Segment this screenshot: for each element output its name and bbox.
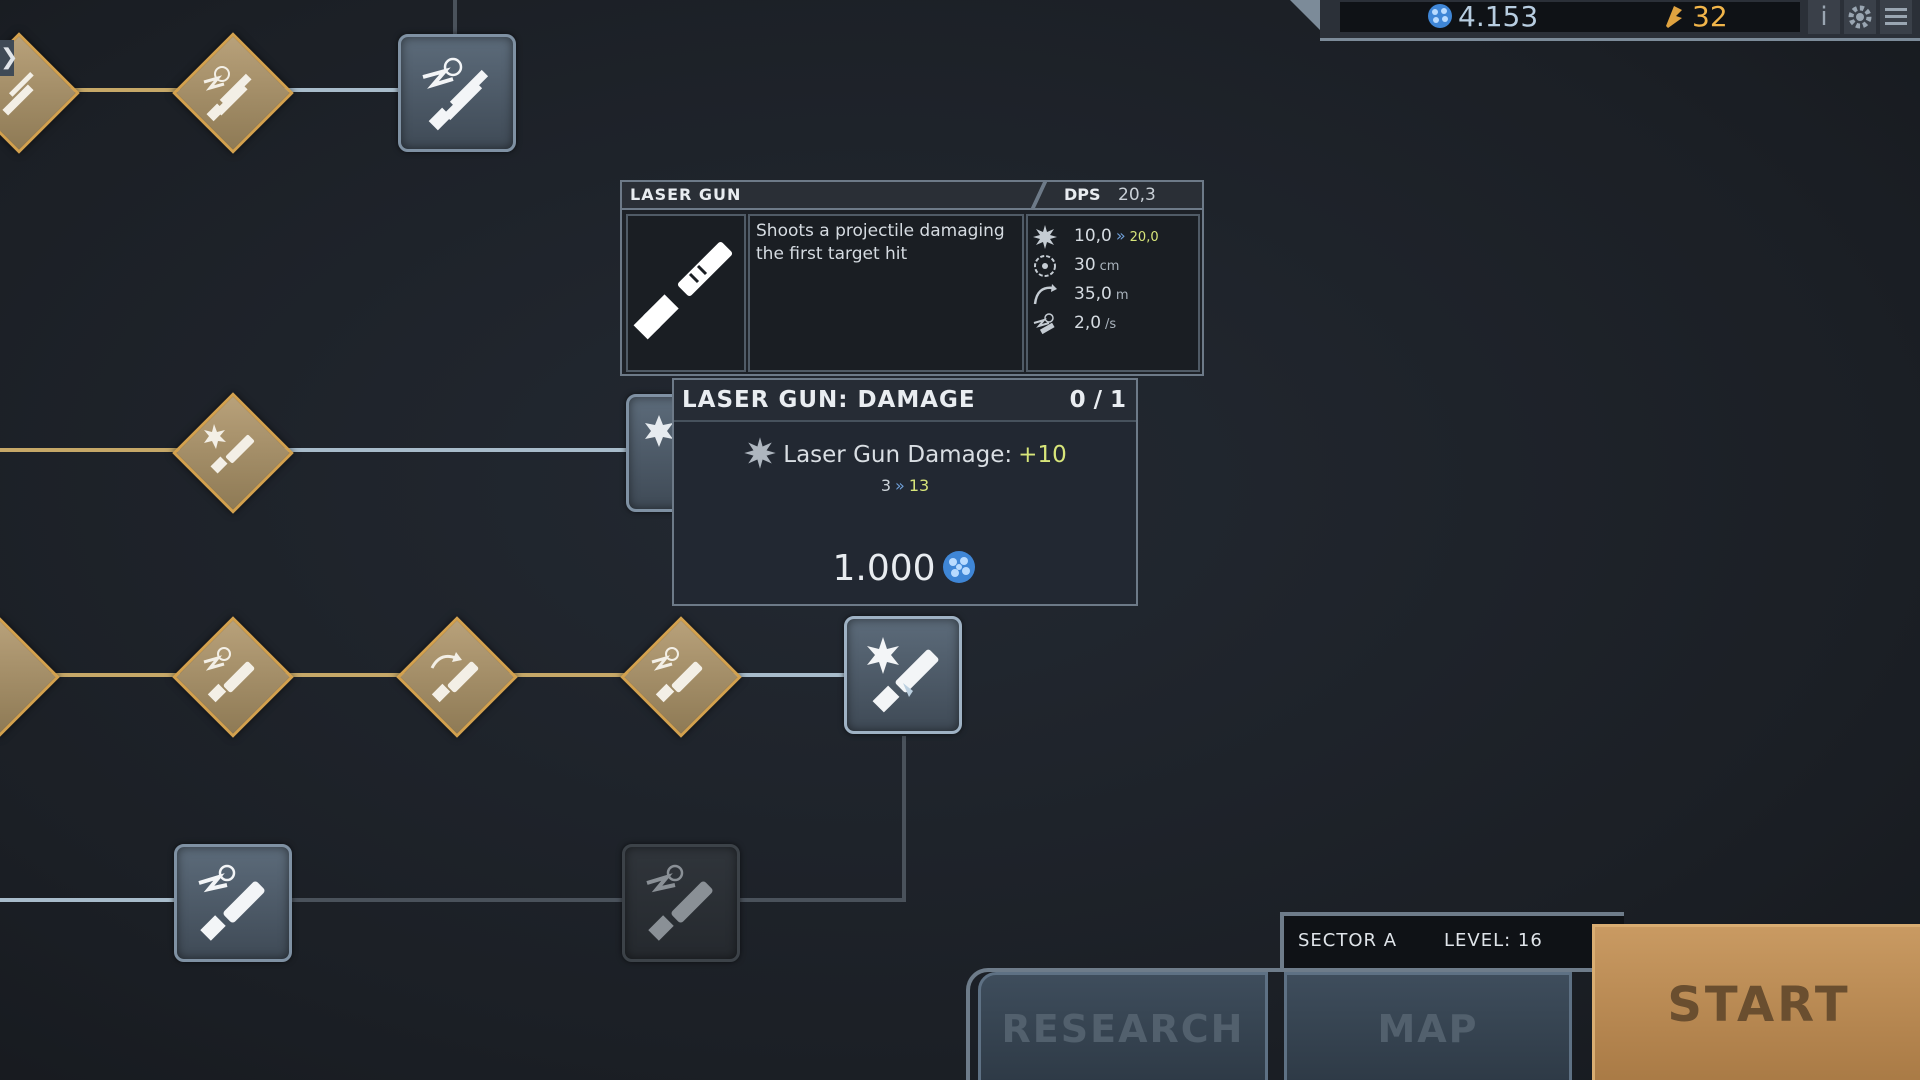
research-node-minigun-rate-partial[interactable] (0, 32, 80, 154)
laser-fire-rate-icon (651, 647, 703, 703)
gold-value: 32 (1692, 0, 1728, 33)
level-label: LEVEL: 16 (1444, 930, 1543, 951)
laser-fire-rate-icon (646, 864, 713, 941)
cost-value: 1.000 (832, 548, 936, 589)
gold-counter: 32 (1660, 2, 1728, 32)
tree-link (280, 673, 406, 677)
laser-fire-rate-icon (203, 647, 255, 703)
laser-damage-icon (645, 415, 673, 447)
research-node-laser-fire-rate-2[interactable] (620, 616, 742, 738)
start-button[interactable]: START (1592, 924, 1920, 1080)
stat-new-value: 20,0 (1129, 230, 1159, 245)
upgrade-cost[interactable]: 1.000 (674, 548, 1136, 589)
weapon-title: LASER GUN (630, 185, 742, 204)
resource-bar: 4.153 32 i (1290, 0, 1920, 41)
info-button[interactable]: i (1808, 0, 1840, 34)
chevron-right-icon: » (895, 476, 905, 495)
research-button[interactable]: RESEARCH (978, 972, 1268, 1080)
splash-radius-icon (1034, 255, 1056, 277)
crystal-icon (1428, 4, 1452, 28)
minigun-fire-rate-icon (422, 57, 489, 131)
upgrade-effect: Laser Gun Damage:+10 (674, 436, 1136, 470)
research-node-laser-fire-rate-3[interactable] (174, 844, 292, 962)
node-frame (0, 616, 60, 738)
settings-button[interactable] (1844, 0, 1876, 34)
laser-gun-icon (633, 241, 733, 340)
damage-burst-icon (1033, 225, 1057, 249)
stat-fire-rate: 2,0/s (1032, 311, 1192, 337)
crystal-value: 4.153 (1458, 0, 1539, 33)
fire-rate-icon (1033, 313, 1055, 335)
upgrade-level: 0 / 1 (1069, 387, 1126, 413)
tree-link (902, 736, 906, 898)
dps-label: DPS (1064, 185, 1101, 204)
effect-label: Laser Gun Damage: (783, 442, 1013, 468)
research-node-laser-range[interactable] (396, 616, 518, 738)
research-node-laser-fire-rate[interactable] (172, 616, 294, 738)
stat-value: 10,0»20,0 (1074, 226, 1159, 246)
weapon-description-box: Shoots a projectile damaging the first t… (748, 214, 1024, 372)
research-node-laser-damage-1[interactable] (172, 392, 294, 514)
tree-link (280, 448, 630, 452)
tree-link (286, 898, 626, 902)
tree-link (50, 88, 180, 92)
menu-button[interactable] (1880, 0, 1912, 34)
tree-link (506, 673, 630, 677)
research-node-minigun-fire-rate[interactable] (172, 32, 294, 154)
map-button[interactable]: MAP (1284, 972, 1572, 1080)
research-node-laser-partial[interactable] (0, 616, 60, 738)
gear-icon (1848, 5, 1872, 29)
sector-info-bar: SECTOR A LEVEL: 16 (1280, 912, 1624, 968)
minigun-fire-rate-icon (203, 66, 252, 122)
bottom-menu: SECTOR A LEVEL: 16 RESEARCH MAP START (966, 912, 1920, 1080)
effect-bonus: +10 (1018, 442, 1067, 468)
stat-value: 2,0/s (1074, 313, 1117, 333)
tree-link (280, 88, 402, 92)
laser-range-icon (430, 652, 479, 703)
range-arc-icon (1033, 284, 1057, 305)
weapon-icon-box (626, 214, 746, 372)
tree-link (730, 673, 846, 677)
dps-value: 20,3 (1118, 185, 1156, 205)
research-node-laser-fire-rate-locked[interactable] (622, 844, 740, 962)
laser-damage-icon (204, 424, 255, 474)
hamburger-icon (1885, 8, 1907, 25)
tree-link (0, 898, 176, 902)
laser-damage-icon (867, 637, 939, 713)
tree-link (453, 0, 457, 36)
laser-fire-rate-icon (198, 864, 265, 941)
header-divider (1022, 182, 1056, 208)
weapon-panel-header: LASER GUN DPS 20,3 (622, 182, 1202, 210)
menu-frame (966, 968, 1610, 1080)
crystal-counter: 4.153 (1426, 2, 1538, 32)
stat-damage: 10,0»20,0 (1032, 224, 1192, 250)
weapon-description: Shoots a projectile damaging the first t… (756, 221, 1005, 264)
minigun-icon (2, 71, 34, 116)
change-to: 13 (908, 476, 930, 495)
tree-link (30, 673, 180, 677)
research-node-laser-damage-selected[interactable] (844, 616, 962, 734)
resource-box: 4.153 32 (1340, 2, 1800, 32)
tree-link (736, 898, 906, 902)
sector-label: SECTOR A (1298, 930, 1398, 951)
info-icon: i (1820, 2, 1828, 32)
upgrade-title: LASER GUN: DAMAGE (682, 387, 976, 413)
crystal-icon (942, 551, 975, 583)
upgrade-header: LASER GUN: DAMAGE 0 / 1 (674, 380, 1136, 422)
upgrade-tooltip: LASER GUN: DAMAGE 0 / 1 Laser Gun Damage… (672, 378, 1138, 606)
research-node-minigun-fire-rate-2[interactable] (398, 34, 516, 152)
weapon-info-panel: LASER GUN DPS 20,3 Shoots a projectile d… (620, 180, 1204, 376)
expand-tree-arrow[interactable]: ❯ (0, 40, 18, 76)
upgrade-value-change: 3»13 (674, 476, 1136, 495)
tree-link (0, 448, 180, 452)
gold-icon (1666, 6, 1682, 28)
change-from: 3 (880, 476, 892, 495)
damage-burst-icon (744, 437, 776, 469)
